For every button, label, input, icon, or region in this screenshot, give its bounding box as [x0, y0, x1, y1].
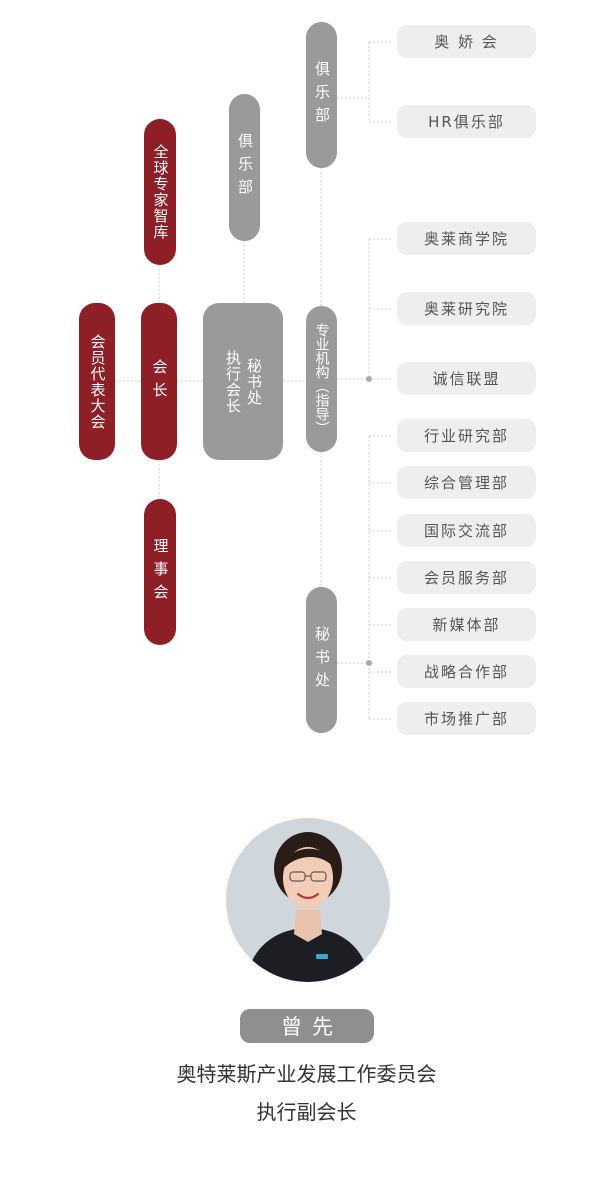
board-label: 理事会 [151, 537, 170, 607]
president-label: 会长 [150, 358, 169, 405]
club-right-node: 俱乐部 [306, 22, 337, 168]
leaf-club-0: 奥 娇 会 [397, 25, 536, 58]
president-node: 会长 [141, 303, 177, 460]
board-node: 理事会 [144, 499, 176, 645]
leaf-professional-1: 奥莱研究院 [397, 292, 536, 325]
think-tank-node: 全球专家智库 [144, 119, 176, 265]
leaf-secretariat-3: 会员服务部 [397, 561, 536, 594]
club-left-node: 俱乐部 [229, 94, 260, 241]
person-title: 执行副会长 [256, 1100, 357, 1124]
person-organization: 奥特莱斯产业发展工作委员会 [176, 1062, 437, 1086]
exec-secretariat-label: 秘书处 [245, 357, 263, 406]
professional-node: 专业机构（指导） [306, 306, 337, 452]
leaf-professional-2: 诚信联盟 [397, 362, 536, 395]
club-right-label: 俱乐部 [313, 60, 331, 130]
think-tank-label: 全球专家智库 [151, 144, 170, 240]
leaf-club-1: HR俱乐部 [397, 105, 536, 138]
professional-label: 专业机构（指导） [313, 323, 330, 435]
secretariat-node: 秘书处 [306, 587, 337, 733]
leaf-secretariat-6: 市场推广部 [397, 702, 536, 735]
portrait-photo-icon [226, 818, 390, 982]
assembly-node: 会员代表大会 [79, 303, 115, 460]
leaf-secretariat-0: 行业研究部 [397, 419, 536, 452]
leaf-professional-0: 奥莱商学院 [397, 222, 536, 255]
org-chart-connectors [115, 41, 393, 720]
person-name-badge: 曾先 [240, 1009, 374, 1043]
secretariat-label: 秘书处 [313, 625, 331, 695]
junction-dot [366, 376, 372, 382]
assembly-label: 会员代表大会 [88, 333, 107, 430]
executive-node: 秘书处 执行会长 [203, 303, 283, 460]
leaf-secretariat-4: 新媒体部 [397, 608, 536, 641]
club-left-label: 俱乐部 [236, 133, 254, 202]
exec-president-label: 执行会长 [224, 349, 242, 414]
leaf-secretariat-1: 综合管理部 [397, 466, 536, 499]
leaf-secretariat-2: 国际交流部 [397, 514, 536, 547]
leaf-secretariat-5: 战略合作部 [397, 655, 536, 688]
junction-dot [366, 660, 372, 666]
